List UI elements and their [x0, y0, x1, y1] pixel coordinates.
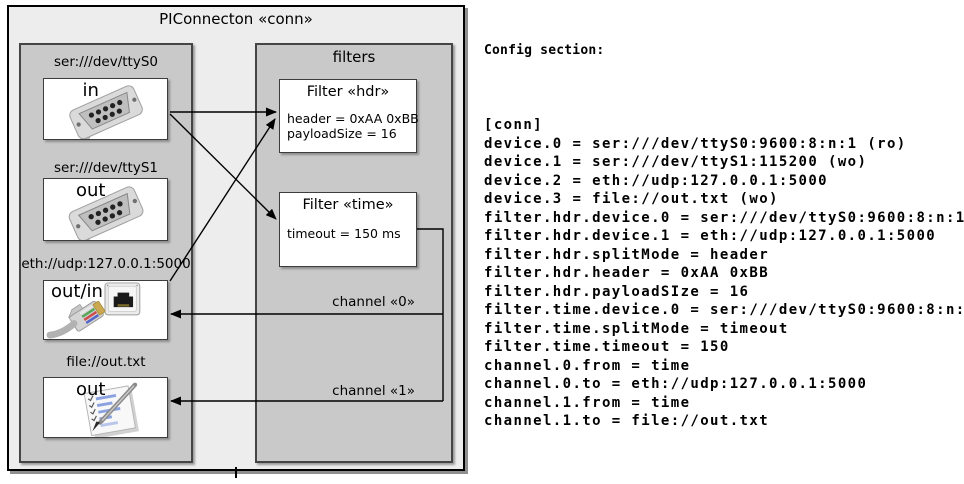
device-mode-label: out	[75, 180, 106, 201]
filter-hdr-params: header = 0xAA 0xBB payloadSize = 16	[287, 111, 419, 141]
config-line: device.1 = ser:///dev/ttyS1:115200 (wo)	[484, 154, 868, 170]
config-line: filter.hdr.splitMode = header	[484, 246, 770, 263]
config-section-title: Config section:	[484, 43, 605, 58]
notepad-image	[44, 378, 167, 437]
channel-0-label: channel «0»	[332, 294, 415, 310]
config-line: device.3 = file://out.txt (wo)	[484, 191, 779, 207]
config-line: filter.time.splitMode = timeout	[484, 320, 789, 337]
config-line: device.2 = eth://udp:127.0.0.1:5000	[484, 172, 829, 189]
device-mode-label: out/in	[51, 281, 103, 302]
config-lines: [conn] device.0 = ser:///dev/ttyS0:9600:8…	[484, 116, 964, 431]
config-line: filter.hdr.device.0 = ser:///dev/ttyS0:9…	[484, 209, 964, 226]
serial-port-image	[44, 79, 167, 139]
ethernet-connector-image	[44, 281, 167, 339]
config-line: channel.0.to = eth://udp:127.0.0.1:5000	[484, 376, 868, 392]
devices-group: ser:///dev/ttyS0 in	[19, 43, 193, 463]
config-line: filter.hdr.header = 0xAA 0xBB	[484, 265, 770, 281]
filters-group: filters Filter «hdr» header = 0xAA 0xBB …	[255, 43, 453, 463]
device-box-file: out	[43, 377, 168, 438]
device-url-eth: eth://udp:127.0.0.1:5000	[21, 256, 191, 272]
device-url-ttys1: ser:///dev/ttyS1	[54, 160, 158, 176]
device-mode-label: out	[75, 379, 106, 400]
diagram-title: PIConnecton «conn»	[159, 10, 313, 28]
channel-1-label: channel «1»	[332, 383, 415, 399]
device-url-file: file://out.txt	[66, 354, 146, 370]
config-line: filter.time.device.0 = ser:///dev/ttyS0:…	[484, 302, 964, 318]
filters-group-title: filters	[332, 48, 376, 66]
device-box-ttys0: in	[43, 78, 168, 140]
connector-outer-box: PIConnecton «conn» ser:///dev/ttyS0 in	[7, 5, 465, 471]
serial-port-image	[44, 179, 167, 240]
config-line: filter.hdr.payloadSIze = 16	[484, 283, 750, 300]
config-line: channel.0.from = time	[484, 357, 691, 374]
config-line: channel.1.to = file://out.txt	[484, 413, 770, 429]
config-line: filter.time.timeout = 150	[484, 339, 730, 355]
filter-time-title: Filter «time»	[302, 197, 394, 213]
config-line: filter.hdr.device.1 = eth://udp:127.0.0.…	[484, 228, 937, 244]
filter-hdr-title: Filter «hdr»	[306, 84, 390, 100]
device-url-ttys0: ser:///dev/ttyS0	[54, 54, 158, 70]
config-section: Config section: [conn] device.0 = ser:///…	[484, 5, 964, 468]
device-mode-label: in	[82, 80, 99, 101]
filter-param: header = 0xAA 0xBB	[287, 111, 419, 126]
device-box-eth: out/in	[43, 280, 168, 340]
config-line: device.0 = ser:///dev/ttyS0:9600:8:n:1 (…	[484, 135, 907, 152]
filter-param: payloadSize = 16	[287, 126, 397, 141]
filter-param: timeout = 150 ms	[287, 226, 401, 241]
filter-time-params: timeout = 150 ms	[287, 226, 401, 241]
config-line: [conn]	[484, 117, 543, 133]
filter-box-hdr: Filter «hdr» header = 0xAA 0xBB payloadS…	[279, 79, 419, 153]
config-line: channel.1.from = time	[484, 394, 691, 411]
filter-box-time: Filter «time» timeout = 150 ms	[279, 192, 417, 267]
device-box-ttys1: out	[43, 178, 168, 241]
